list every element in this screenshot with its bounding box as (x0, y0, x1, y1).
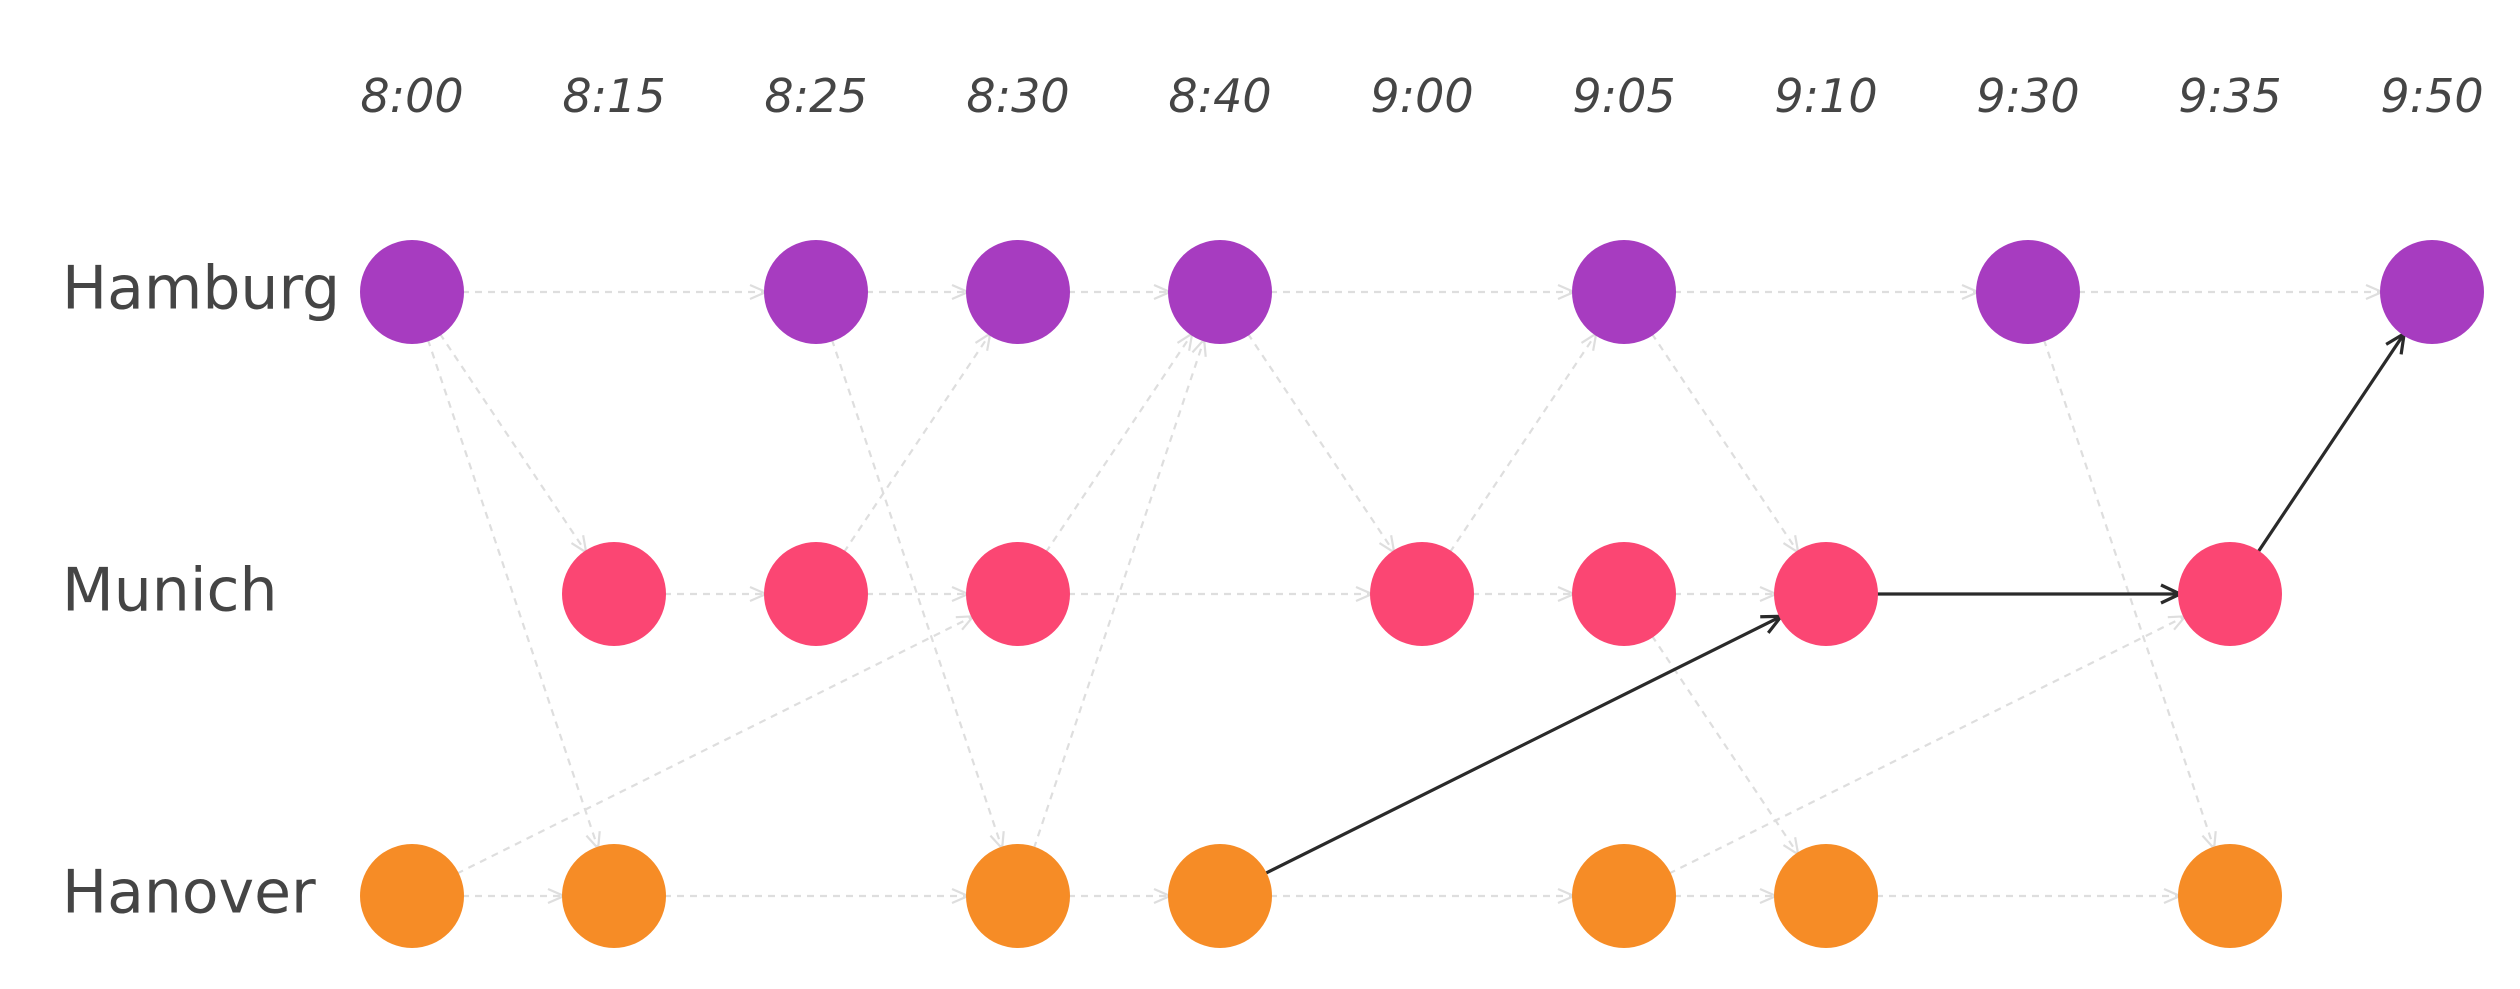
route-edge (1044, 334, 1192, 554)
route-edge (842, 334, 990, 554)
connections (426, 292, 2404, 896)
stop-node-munich (764, 542, 868, 646)
stop-node-munich (1370, 542, 1474, 646)
route-edge (2042, 339, 2214, 848)
time-label: 9:05 (1572, 69, 1675, 123)
time-label: 8:15 (562, 69, 665, 123)
time-label: 9:00 (1370, 69, 1473, 123)
stop-node-munich (1774, 542, 1878, 646)
route-edge (830, 339, 1002, 848)
stop-node-hanover (360, 844, 464, 948)
stop-node-hanover (2178, 844, 2282, 948)
stop-node-hanover (1572, 844, 1676, 948)
city-label-hanover: Hanover (62, 858, 316, 928)
stop-node-hanover (966, 844, 1070, 948)
time-label: 8:25 (764, 69, 867, 123)
stops (360, 240, 2484, 948)
stop-node-hanover (562, 844, 666, 948)
route-edge-highlighted (2256, 334, 2404, 554)
city-label-hamburg: Hamburg (62, 254, 340, 324)
time-label: 9:10 (1774, 69, 1877, 123)
time-label: 9:35 (2178, 69, 2281, 123)
route-edge (456, 616, 973, 875)
stop-node-munich (2178, 542, 2282, 646)
route-edge-highlighted (1264, 616, 1781, 876)
stop-node-hanover (1168, 844, 1272, 948)
route-edge (1448, 334, 1596, 554)
route-edge (1650, 332, 1798, 553)
stop-node-hanover (1774, 844, 1878, 948)
stop-node-munich (1572, 542, 1676, 646)
route-edge (1032, 339, 1204, 849)
time-axis: 8:00 8:15 8:25 8:30 8:40 9:00 9:05 9:10 9:30 9:35… (360, 69, 2483, 123)
stop-node-hamburg (1572, 240, 1676, 344)
time-label: 8:30 (966, 69, 1069, 123)
stop-node-munich (562, 542, 666, 646)
route-edge (1668, 616, 2185, 875)
route-edge (438, 332, 586, 553)
time-label: 8:40 (1168, 69, 1271, 123)
stop-node-hamburg (1976, 240, 2080, 344)
stop-node-hamburg (360, 240, 464, 344)
route-edge (1650, 634, 1798, 855)
stop-node-hamburg (764, 240, 868, 344)
time-label: 9:50 (2380, 69, 2483, 123)
city-label-munich: Munich (62, 556, 278, 626)
stop-node-hamburg (1168, 240, 1272, 344)
time-label: 8:00 (360, 69, 463, 123)
route-edge (1246, 332, 1394, 553)
stop-node-hamburg (2380, 240, 2484, 344)
stop-node-munich (966, 542, 1070, 646)
time-label: 9:30 (1976, 69, 2079, 123)
stop-node-hamburg (966, 240, 1070, 344)
route-edge (426, 339, 598, 848)
